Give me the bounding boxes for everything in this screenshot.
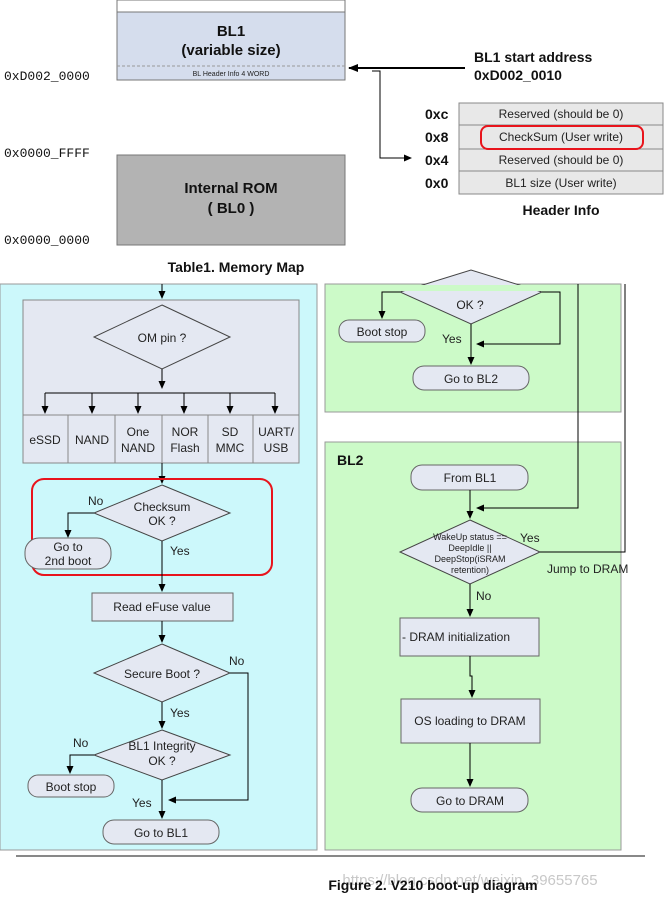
header-offset-0x0: 0x0 xyxy=(425,175,449,191)
rom-title: Internal ROM xyxy=(184,180,277,197)
wakeup-l1: WakeUp status == xyxy=(433,532,507,542)
rom-subtitle: ( BL0 ) xyxy=(208,200,255,217)
goto-dram-node xyxy=(410,787,529,813)
goto-bl1-label: Go to BL1 xyxy=(134,826,188,840)
jump-connectors xyxy=(476,284,626,553)
os-loading-label: OS loading to DRAM xyxy=(414,714,525,728)
header-row-reserved-0x4: Reserved (should be 0) xyxy=(499,153,624,167)
jump-line xyxy=(540,284,626,553)
bl1-to-bl2-line xyxy=(476,284,579,512)
device-uart-l2: USB xyxy=(264,441,289,455)
secure-no: No xyxy=(229,654,245,668)
device-essd: eSSD xyxy=(29,433,61,447)
header-offset-0x8: 0x8 xyxy=(425,129,449,145)
memory-map: BL1 (variable size) BL Header Info 4 WOR… xyxy=(4,0,592,275)
wakeup-yes: Yes xyxy=(520,531,540,545)
wakeup-l2: DeepIdle || xyxy=(448,543,491,553)
checksum-label-l1: Checksum xyxy=(134,500,191,514)
figure-caption: Figure 2. V210 boot-up diagram xyxy=(328,877,537,893)
memory-top-block xyxy=(116,0,346,13)
goto-2nd-boot xyxy=(24,537,112,570)
header-info-table: 0xc Reserved (should be 0) 0x8 CheckSum … xyxy=(425,102,664,218)
integrity-label-l1: BL1 Integrity xyxy=(128,739,195,753)
header-offset-0xc: 0xc xyxy=(425,106,449,122)
header-row-checksum: CheckSum (User write) xyxy=(499,130,623,144)
secure-boot-label: Secure Boot ? xyxy=(124,667,200,681)
bl1-header-strip: BL Header Info 4 WORD xyxy=(193,71,270,78)
integrity-yes: Yes xyxy=(132,796,152,810)
memory-map-caption: Table1. Memory Map xyxy=(168,259,305,275)
dram-init-label: - DRAM initialization xyxy=(402,630,510,644)
device-sd-l2: MMC xyxy=(216,441,245,455)
device-onenand-l2: NAND xyxy=(121,441,155,455)
checksum-yes: Yes xyxy=(170,544,190,558)
wakeup-l4: retention) xyxy=(451,565,489,575)
boot-stop-bl1 xyxy=(338,319,426,343)
goto-bl2-node xyxy=(412,365,530,391)
goto-dram-label: Go to DRAM xyxy=(436,794,504,808)
bl1-subtitle: (variable size) xyxy=(181,42,280,59)
bl1-yes: Yes xyxy=(442,332,462,346)
wakeup-no: No xyxy=(476,589,492,603)
read-efuse-label: Read eFuse value xyxy=(113,600,211,614)
header-row-reserved-0xc: Reserved (should be 0) xyxy=(499,107,624,121)
wakeup-l3: DeepStop(iSRAM xyxy=(434,554,505,564)
goto-2nd-boot-l2: 2nd boot xyxy=(45,554,92,568)
from-bl1-label: From BL1 xyxy=(444,471,497,485)
checksum-no: No xyxy=(88,494,104,508)
address-0000ffff: 0x0000_FFFF xyxy=(4,146,90,161)
os-loading-node xyxy=(400,698,541,744)
jump-to-dram: Jump to DRAM xyxy=(547,562,628,576)
integrity-no: No xyxy=(73,736,89,750)
bl1-title: BL1 xyxy=(217,23,245,40)
header-connector-arrow xyxy=(372,70,412,162)
watermark: https://blog.csdn.net/weixin_39655765 xyxy=(342,872,597,889)
checksum-highlight-box xyxy=(31,478,273,576)
device-nor-l1: NOR xyxy=(172,425,199,439)
om-pin-label: OM pin ? xyxy=(138,331,187,345)
internal-rom-block xyxy=(116,154,346,246)
header-offset-0x4: 0x4 xyxy=(425,152,449,168)
address-d0020000: 0xD002_0000 xyxy=(4,69,90,84)
bl1-start-label: BL1 start address xyxy=(474,49,592,65)
header-info-caption: Header Info xyxy=(522,202,599,218)
goto-2nd-boot-l1: Go to xyxy=(53,540,83,554)
header-row-bl1-size: BL1 size (User write) xyxy=(505,176,616,190)
device-sd-l1: SD xyxy=(222,425,239,439)
bl1-block xyxy=(116,11,346,81)
boot-stop-bl0-label: Boot stop xyxy=(46,780,97,794)
goto-bl2-label: Go to BL2 xyxy=(444,372,498,386)
bl2-title: BL2 xyxy=(337,452,364,468)
device-uart-l1: UART/ xyxy=(258,425,294,439)
secure-yes: Yes xyxy=(170,706,190,720)
boot-stop-bl0 xyxy=(27,774,115,798)
bl2-flow: BL2 From BL1 WakeUp status == DeepIdle |… xyxy=(324,441,628,851)
bl1-ok-label: OK ? xyxy=(456,298,484,312)
integrity-label-l2: OK ? xyxy=(148,754,176,768)
bl0-flow: OM pin ? eSSD NAND One NAND NOR Flash SD… xyxy=(0,283,318,851)
checksum-highlight xyxy=(480,125,644,150)
goto-bl1-node xyxy=(102,819,220,845)
boot-stop-bl1-label: Boot stop xyxy=(357,325,408,339)
device-nor-l2: Flash xyxy=(170,441,199,455)
address-00000000: 0x0000_0000 xyxy=(4,233,90,248)
device-onenand-l1: One xyxy=(127,425,150,439)
bl1-flow: OK ? Boot stop Yes Go to BL2 xyxy=(324,269,622,413)
checksum-label-l2: OK ? xyxy=(148,514,176,528)
bl1-start-value: 0xD002_0010 xyxy=(474,67,562,83)
device-nand: NAND xyxy=(75,433,109,447)
